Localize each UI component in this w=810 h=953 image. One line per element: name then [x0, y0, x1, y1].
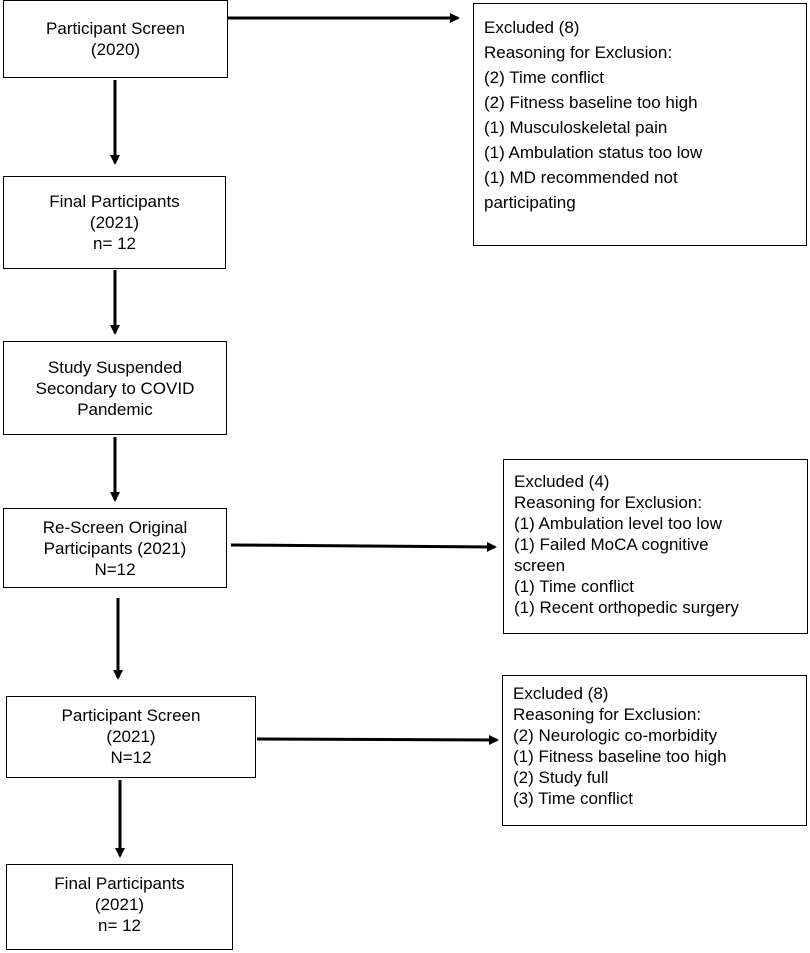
arrow-to-exclusion-3 [256, 734, 499, 745]
exclusion-item: (1) Recent orthopedic surgery [514, 598, 739, 617]
exclusion-item: (2) Time conflict [484, 68, 604, 87]
rescreen-original-participants-box: Re-Screen Original Participants (2021) N… [3, 508, 227, 588]
exclusion-title: Excluded (8) [484, 18, 580, 37]
box-line: Re-Screen Original [42, 518, 188, 537]
exclusion-item: screen [514, 556, 566, 575]
box-line: N=12 [94, 560, 136, 579]
box-line: Secondary to COVID [35, 378, 195, 398]
box-line: Pandemic [77, 399, 153, 419]
exclusion-item: (1) Time conflict [514, 577, 634, 596]
exclusion-item: (1) Fitness baseline too high [513, 747, 727, 766]
box-line: Participants (2021) [43, 539, 187, 558]
exclusion-heading: Reasoning for Exclusion: [484, 43, 673, 62]
exclusion-heading: Reasoning for Exclusion: [514, 493, 703, 512]
exclusion-item: (2) Neurologic co-morbidity [513, 726, 718, 745]
box-line: Study Suspended [47, 357, 183, 377]
box-line: Final Participants [54, 874, 185, 893]
exclusion-item: (1) Musculoskeletal pain [484, 118, 668, 137]
exclusion-item: (1) Ambulation status too low [484, 143, 703, 162]
arrow-to-exclusion-2 [230, 541, 497, 552]
box-line: Participant Screen [61, 706, 201, 725]
exclusion-item: (2) Study full [513, 768, 609, 787]
box-line: Participant Screen [46, 19, 185, 38]
exclusion-item: (3) Time conflict [513, 789, 633, 808]
exclusion-item: (1) Ambulation level too low [514, 514, 722, 533]
exclusion-box-3: Excluded (8) Reasoning for Exclusion: (2… [502, 675, 807, 826]
final-participants-2021-box-1: Final Participants (2021) n= 12 [3, 176, 226, 269]
exclusion-box-2: Excluded (4) Reasoning for Exclusion: (1… [503, 459, 808, 634]
participant-screen-2021-box: Participant Screen (2021) N=12 [6, 696, 256, 778]
box-line: (2021) [106, 727, 156, 746]
exclusion-title: Excluded (8) [513, 684, 609, 703]
study-suspended-box: Study Suspended Secondary to COVID Pande… [3, 341, 227, 435]
box-line: (2021) [94, 895, 145, 914]
participant-screen-2020-box: Participant Screen (2020) [3, 0, 228, 78]
box-line: (2021) [89, 213, 140, 232]
box-line: (2020) [90, 40, 141, 59]
exclusion-item: (2) Fitness baseline too high [484, 93, 698, 112]
exclusion-heading: Reasoning for Exclusion: [513, 705, 702, 724]
exclusion-box-1: Excluded (8) Reasoning for Exclusion: (2… [473, 3, 807, 246]
exclusion-item: participating [484, 193, 576, 212]
box-line: n= 12 [92, 234, 136, 253]
box-line: N=12 [110, 748, 152, 767]
box-line: n= 12 [97, 916, 141, 935]
exclusion-title: Excluded (4) [514, 472, 610, 491]
final-participants-2021-box-2: Final Participants (2021) n= 12 [6, 864, 233, 950]
exclusion-item: (1) MD recommended not [484, 168, 678, 187]
box-line: Final Participants [49, 192, 180, 211]
exclusion-item: (1) Failed MoCA cognitive [514, 535, 709, 554]
